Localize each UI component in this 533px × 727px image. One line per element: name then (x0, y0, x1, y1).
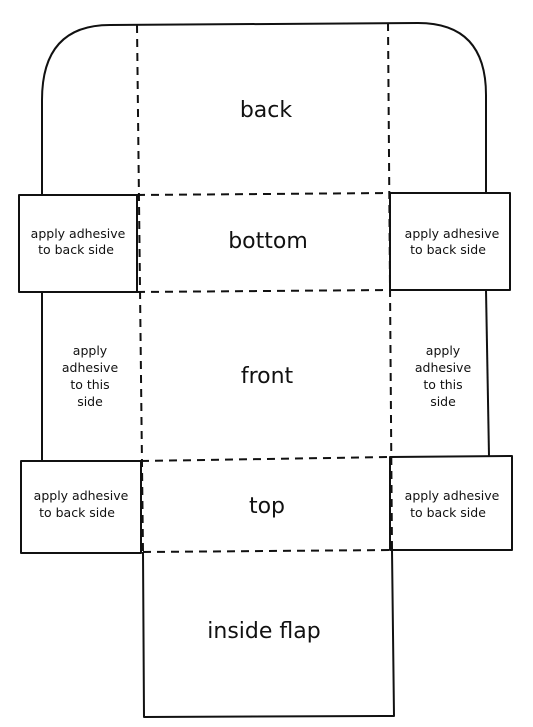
bottom-panel-label: bottom (228, 229, 308, 254)
top-panel-label: top (249, 494, 285, 519)
bottom-left-tab-line-1: apply adhesive (31, 226, 126, 241)
top-flap-fold (142, 549, 393, 553)
inside-flap-label: inside flap (207, 619, 320, 644)
back-panel-outline (41, 22, 487, 196)
front-left-line-4: side (77, 394, 103, 409)
top-left-tab-line-2: to back side (39, 505, 115, 520)
front-panel-label: front (241, 364, 294, 389)
back-panel-label: back (240, 98, 293, 123)
back-bottom-fold (136, 192, 391, 196)
left-vertical-fold (136, 24, 144, 553)
bottom-right-tab-line-2: to back side (410, 242, 486, 257)
bottom-front-fold (136, 289, 391, 293)
front-top-fold (140, 456, 391, 462)
top-right-tab-line-2: to back side (410, 505, 486, 520)
front-right-line-2: adhesive (415, 360, 472, 375)
front-right-line-1: apply (426, 343, 461, 358)
bottom-left-tab-line-2: to back side (38, 242, 114, 257)
front-left-line-3: to this (70, 377, 109, 392)
top-left-tab-line-1: apply adhesive (34, 488, 129, 503)
front-left-line-2: adhesive (62, 360, 119, 375)
bottom-right-tab-line-1: apply adhesive (405, 226, 500, 241)
right-vertical-fold (387, 22, 393, 551)
top-right-tab-line-1: apply adhesive (405, 488, 500, 503)
inside-flap-outline (142, 549, 395, 718)
front-right-line-3: to this (423, 377, 462, 392)
front-right-side (485, 289, 490, 457)
top-right-tab (389, 455, 513, 551)
bottom-right-tab (389, 192, 511, 291)
front-left-line-1: apply (73, 343, 108, 358)
top-left-tab (20, 460, 142, 554)
front-right-line-4: side (430, 394, 456, 409)
